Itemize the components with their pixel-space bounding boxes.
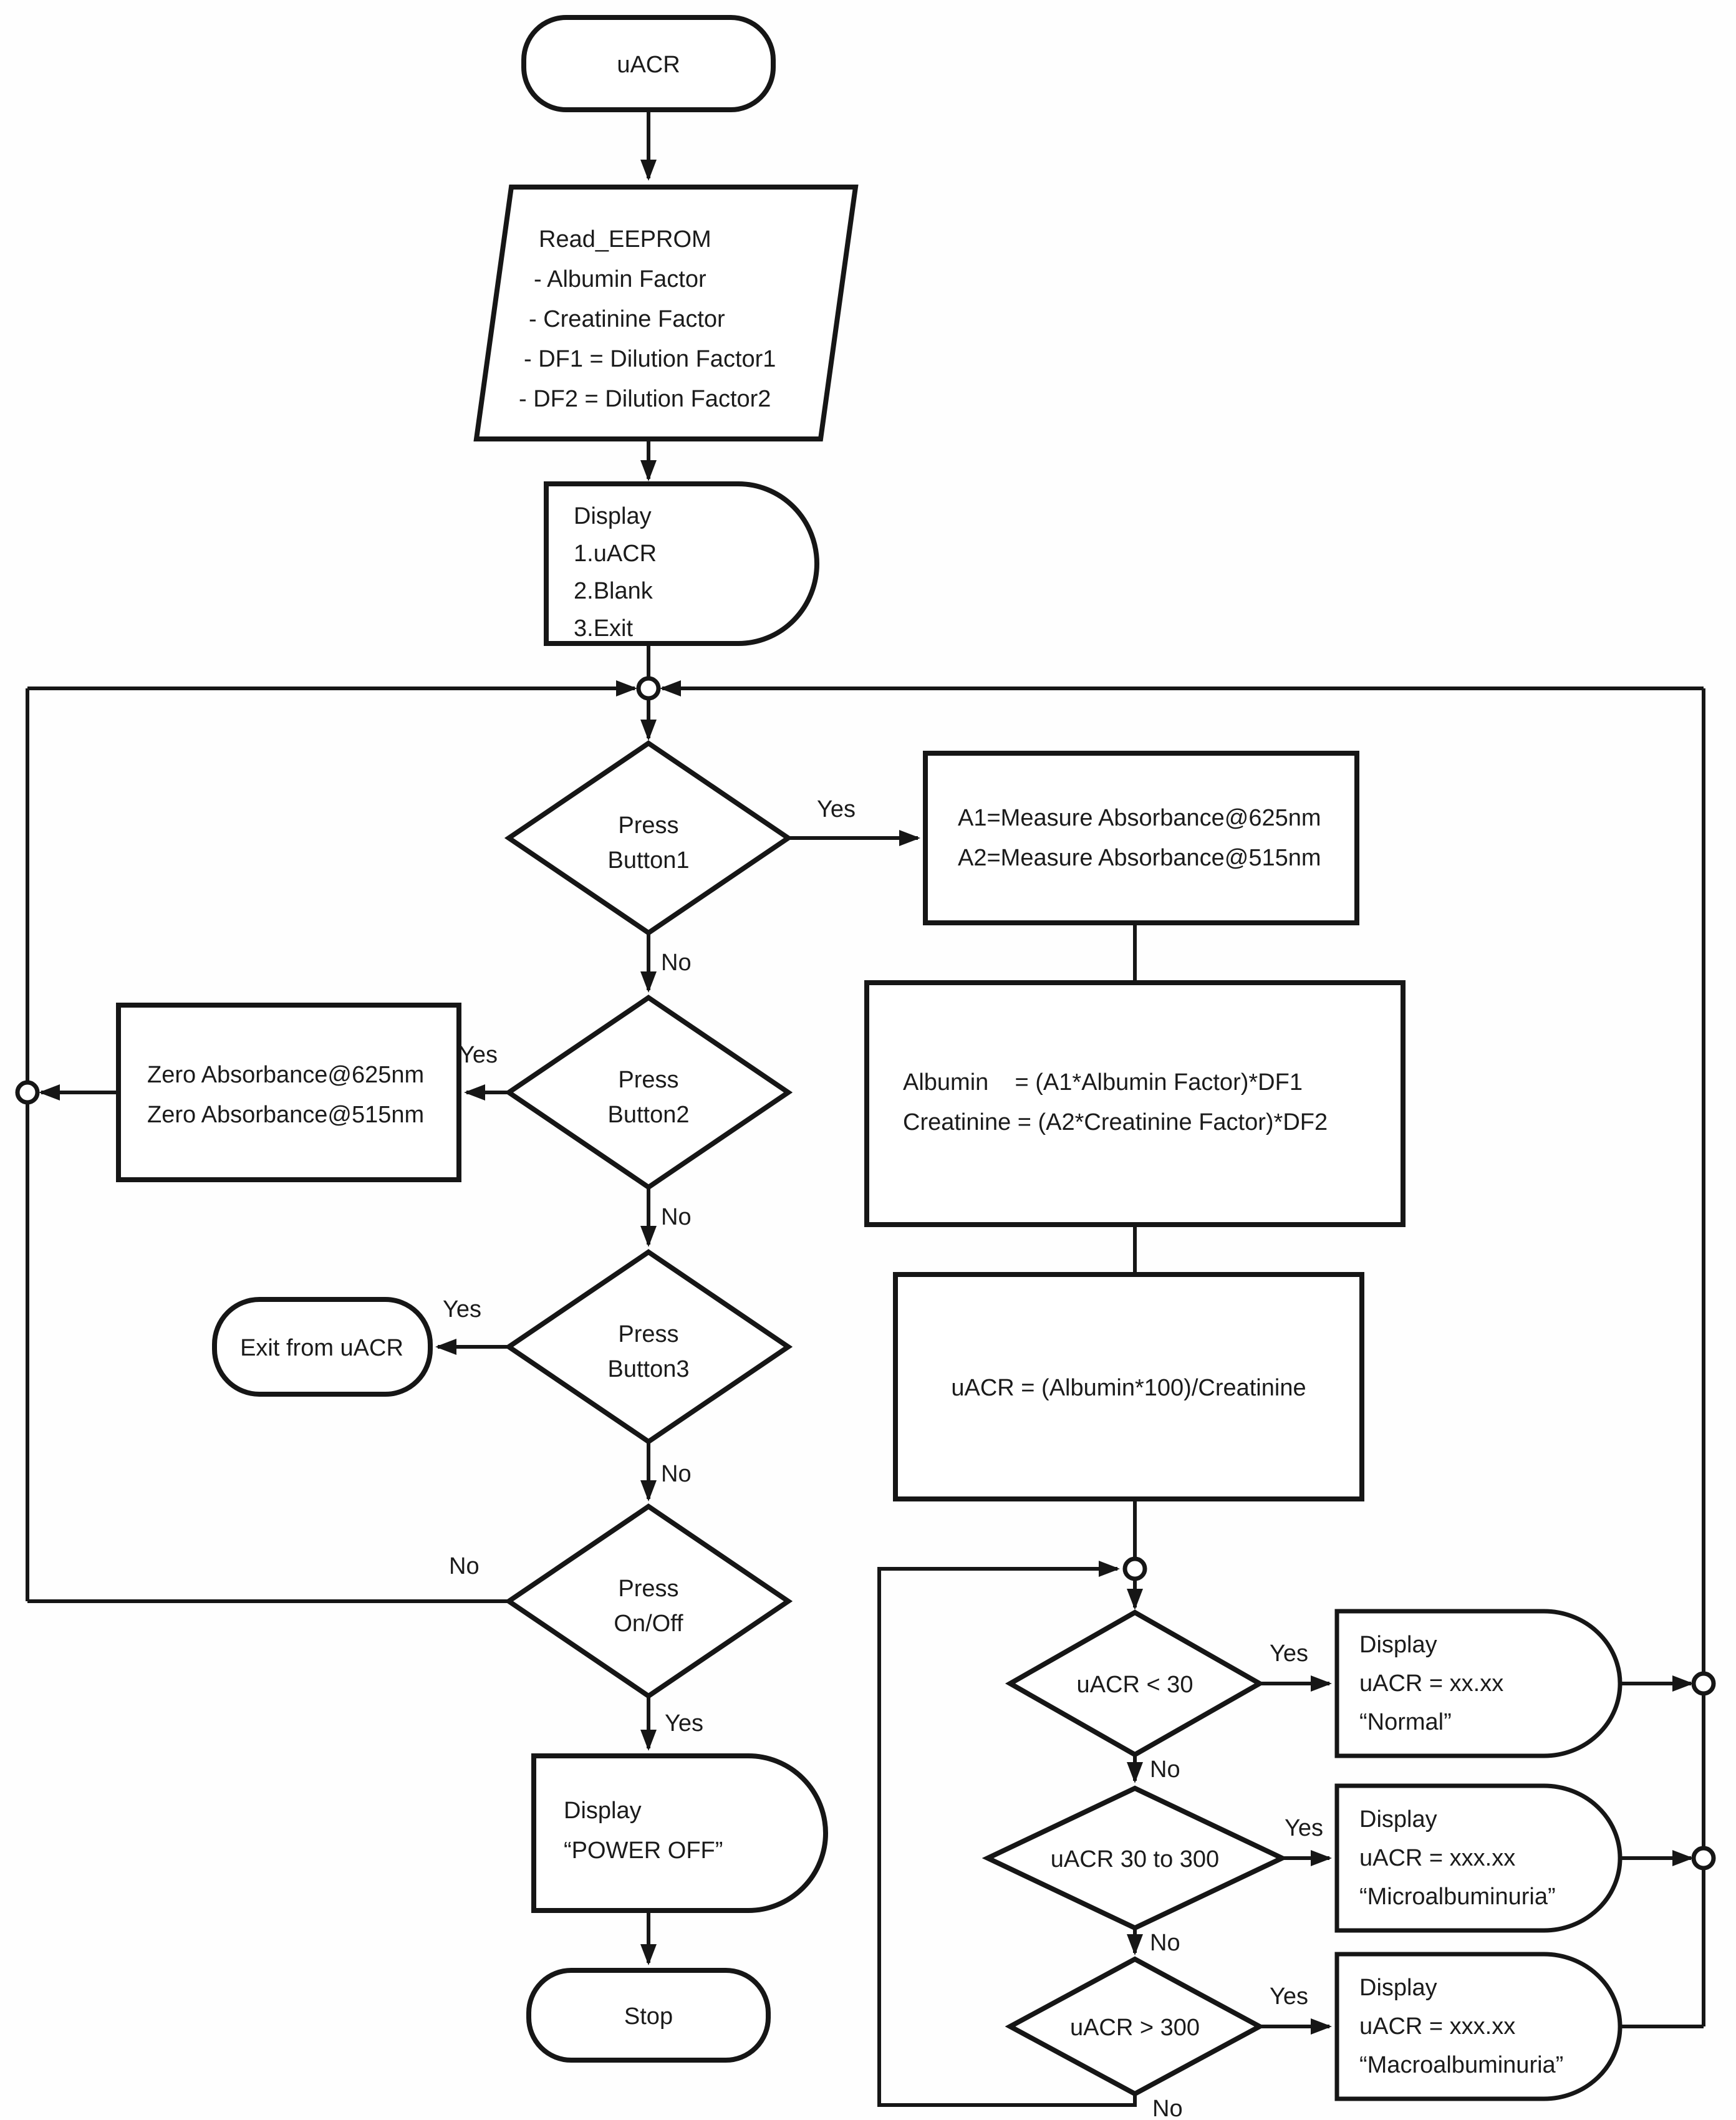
press-button2-line2: Button2: [608, 1102, 690, 1128]
label-no-30to300: No: [1150, 1930, 1180, 1956]
display-macro: Display uACR = xxx.xx “Macroalbuminuria”: [1334, 1952, 1623, 2101]
menu-display-line4: 3.Exit: [574, 615, 633, 642]
display-macro-line2: uACR = xxx.xx: [1359, 2013, 1515, 2040]
menu-display: Display 1.uACR 2.Blank 3.Exit: [544, 481, 819, 646]
label-yes-button2: Yes: [459, 1042, 498, 1068]
display-micro-line3: “Microalbuminuria”: [1359, 1884, 1556, 1910]
display-normal: Display uACR = xx.xx “Normal”: [1334, 1609, 1623, 1758]
stop-label: Stop: [624, 2003, 673, 2030]
decision-press-button3: Press Button3: [504, 1249, 793, 1445]
read-eeprom-line2: - Albumin Factor: [534, 266, 706, 292]
calc-process: Albumin = (A1*Albumin Factor)*DF1 Creati…: [864, 980, 1406, 1227]
edges: [26, 110, 1705, 2107]
exit-terminator: Exit from uACR: [212, 1297, 433, 1397]
stop-terminator: Stop: [526, 1968, 771, 2063]
menu-display-line3: 2.Blank: [574, 578, 653, 604]
press-button1-line2: Button1: [608, 847, 690, 874]
uacr-lt30-label: uACR < 30: [1077, 1672, 1194, 1698]
press-button3-line2: Button3: [608, 1356, 690, 1382]
display-normal-line3: “Normal”: [1359, 1709, 1452, 1735]
measure-line2: A2=Measure Absorbance@515nm: [958, 845, 1321, 871]
display-micro-line2: uACR = xxx.xx: [1359, 1845, 1515, 1871]
measure-line1: A1=Measure Absorbance@625nm: [958, 805, 1321, 831]
label-no-button1: No: [661, 950, 692, 976]
uacr-gt300-label: uACR > 300: [1070, 2015, 1200, 2041]
display-micro: Display uACR = xxx.xx “Microalbuminuria”: [1334, 1783, 1623, 1933]
zero-line1: Zero Absorbance@625nm: [147, 1062, 424, 1088]
label-yes-gt300: Yes: [1270, 1983, 1308, 2010]
uacr-formula-process: uACR = (Albumin*100)/Creatinine: [893, 1272, 1364, 1501]
press-onoff-line1: Press: [618, 1576, 678, 1602]
read-eeprom-line5: - DF2 = Dilution Factor2: [519, 386, 771, 412]
display-normal-line2: uACR = xx.xx: [1359, 1670, 1503, 1697]
decision-uacr-lt30: uACR < 30: [1005, 1609, 1265, 1758]
label-yes-button1: Yes: [817, 796, 856, 822]
display-normal-line1: Display: [1359, 1632, 1437, 1658]
exit-label: Exit from uACR: [240, 1335, 403, 1361]
calc-line1: Albumin = (A1*Albumin Factor)*DF1: [903, 1069, 1303, 1096]
press-button2-line1: Press: [618, 1067, 678, 1093]
measure-absorbance-process: A1=Measure Absorbance@625nm A2=Measure A…: [923, 751, 1359, 925]
poweroff-display: Display “POWER OFF”: [531, 1753, 828, 1913]
press-button3-line1: Press: [618, 1321, 678, 1347]
junction-calc: [1122, 1556, 1147, 1581]
junction-right-normal: [1691, 1671, 1716, 1696]
decision-uacr-30to300: uACR 30 to 300: [981, 1785, 1288, 1931]
label-yes-button3: Yes: [443, 1296, 481, 1323]
junction-top: [636, 676, 661, 701]
label-no-lt30: No: [1150, 1756, 1180, 1783]
label-yes-30to300: Yes: [1285, 1815, 1323, 1841]
zero-absorbance-process: Zero Absorbance@625nm Zero Absorbance@51…: [116, 1003, 461, 1182]
poweroff-line2: “POWER OFF”: [564, 1838, 723, 1864]
decision-press-onoff: Press On/Off: [504, 1503, 793, 1699]
read-eeprom-line4: - DF1 = Dilution Factor1: [524, 346, 776, 372]
read-eeprom-line1: Read_EEPROM: [539, 226, 711, 253]
junction-right-micro: [1691, 1846, 1716, 1871]
label-yes-onoff: Yes: [665, 1710, 703, 1737]
press-onoff-line2: On/Off: [614, 1611, 683, 1637]
start-label: uACR: [617, 52, 680, 78]
display-macro-line3: “Macroalbuminuria”: [1359, 2052, 1563, 2078]
read-eeprom-line3: - Creatinine Factor: [529, 306, 725, 332]
poweroff-line1: Display: [564, 1798, 642, 1824]
edge-gt300-no-loop: [877, 1561, 1137, 2107]
read-eeprom-io: Read_EEPROM - Albumin Factor - Creatinin…: [473, 185, 859, 441]
decision-press-button2: Press Button2: [504, 995, 793, 1190]
display-micro-line1: Display: [1359, 1806, 1437, 1833]
label-no-onoff: No: [449, 1553, 480, 1579]
decision-press-button1: Press Button1: [504, 740, 793, 936]
calc-line2: Creatinine = (A2*Creatinine Factor)*DF2: [903, 1109, 1328, 1135]
uacr-formula-label: uACR = (Albumin*100)/Creatinine: [951, 1375, 1306, 1401]
edge-labels: Yes No Yes No Yes No No Yes Yes No Yes N…: [443, 796, 1323, 2120]
press-button1-line1: Press: [618, 812, 678, 839]
display-macro-line1: Display: [1359, 1975, 1437, 2001]
label-no-gt300: No: [1152, 2096, 1183, 2120]
label-no-button2: No: [661, 1204, 692, 1230]
decision-uacr-gt300: uACR > 300: [1005, 1956, 1265, 2097]
zero-line2: Zero Absorbance@515nm: [147, 1102, 424, 1128]
uacr-30to300-label: uACR 30 to 300: [1051, 1846, 1219, 1872]
label-yes-lt30: Yes: [1270, 1641, 1308, 1667]
menu-display-line2: 1.uACR: [574, 541, 657, 567]
start-terminator: uACR: [521, 15, 776, 112]
menu-display-line1: Display: [574, 503, 652, 529]
junction-left: [15, 1080, 40, 1105]
label-no-button3: No: [661, 1461, 692, 1487]
